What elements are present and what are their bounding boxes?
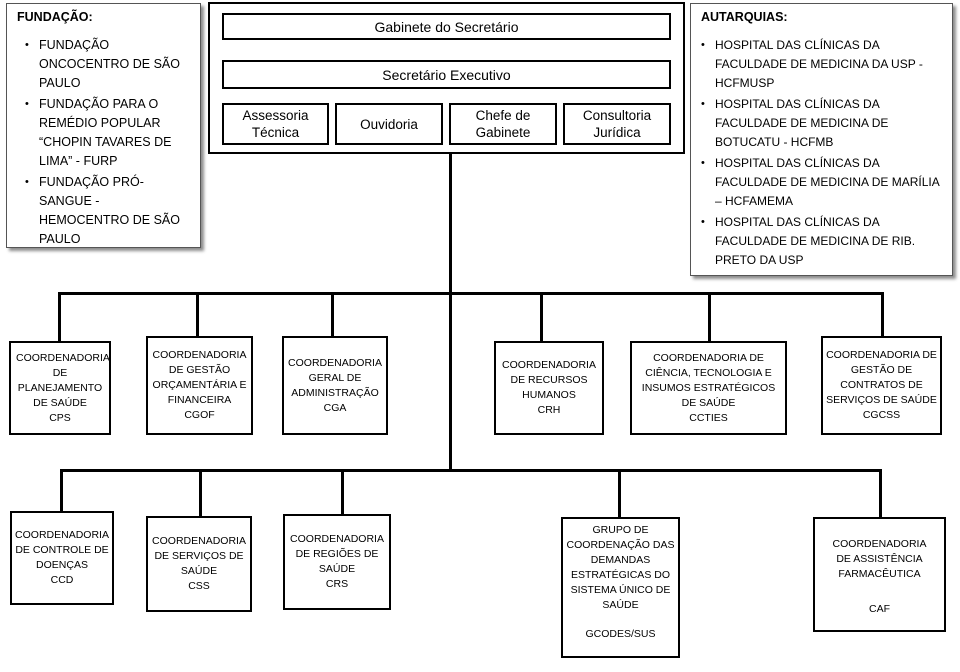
connector-drop <box>540 292 543 342</box>
org-name: GRUPO DE COORDENAÇÃO DAS DEMANDAS ESTRAT… <box>566 524 675 611</box>
org-box-cgof: COORDENADORIA DE GESTÃO ORÇAMENTÁRIA E F… <box>146 336 253 435</box>
gabinete-box: Gabinete do Secretário <box>222 13 671 40</box>
connector-drop <box>881 292 884 337</box>
connector-main-trunk <box>449 153 452 471</box>
gabinete-label: Gabinete do Secretário <box>374 18 519 35</box>
connector-drop <box>196 292 199 337</box>
connector-drop <box>618 469 621 518</box>
fundacao-item: FUNDAÇÃO PARA O REMÉDIO POPULAR “CHOPIN … <box>25 95 190 171</box>
org-name: COORDENADORIA DE PLANEJAMENTO DE SAÚDE <box>16 351 110 409</box>
org-abbr: CAF <box>869 603 890 615</box>
fundacao-title: FUNDAÇÃO: <box>17 10 93 24</box>
fundacao-panel: FUNDAÇÃO: FUNDAÇÃO ONCOCENTRO DE SÃO PAU… <box>6 3 201 248</box>
org-box-ccd: COORDENADORIA DE CONTROLE DE DOENÇAS CCD <box>10 511 114 605</box>
autarquias-panel: AUTARQUIAS: HOSPITAL DAS CLÍNICAS DA FAC… <box>690 3 953 276</box>
org-abbr: CGCSS <box>862 409 901 421</box>
assessoria-tecnica-label: Assessoria Técnica <box>242 108 309 140</box>
secretario-executivo-label: Secretário Executivo <box>382 66 511 83</box>
org-name: COORDENADORIA DE RECURSOS HUMANOS <box>502 359 596 401</box>
assessoria-tecnica-box: Assessoria Técnica <box>222 103 329 145</box>
org-name: COORDENADORIA GERAL DE ADMINISTRAÇÃO <box>288 356 382 399</box>
connector-drop <box>331 292 334 337</box>
org-abbr: GCODES/SUS <box>585 628 656 640</box>
autarquias-title: AUTARQUIAS: <box>701 10 788 24</box>
org-box-css: COORDENADORIA DE SERVIÇOS DE SAÚDE CSS <box>146 516 252 612</box>
org-abbr: CRH <box>537 404 561 416</box>
org-box-cps: COORDENADORIA DE PLANEJAMENTO DE SAÚDE CP… <box>9 341 111 435</box>
connector-drop <box>341 469 344 515</box>
org-abbr: CPS <box>49 411 71 424</box>
fundacao-list: FUNDAÇÃO ONCOCENTRO DE SÃO PAULO FUNDAÇÃ… <box>17 36 190 249</box>
autarquias-item: HOSPITAL DAS CLÍNICAS DA FACULDADE DE ME… <box>701 95 942 152</box>
secretario-executivo-box: Secretário Executivo <box>222 60 671 89</box>
org-box-caf: COORDENADORIA DE ASSISTÊNCIA FARMACÊUTIC… <box>813 517 946 632</box>
org-name: COORDENADORIA DE REGIÕES DE SAÚDE <box>290 533 384 575</box>
org-name: COORDENADORIA DE GESTÃO DE CONTRATOS DE … <box>826 349 937 406</box>
org-abbr: CGA <box>323 401 347 414</box>
org-box-cga: COORDENADORIA GERAL DE ADMINISTRAÇÃO CGA <box>282 336 388 435</box>
org-abbr: CRS <box>325 578 349 590</box>
connector-bus-row2 <box>60 469 882 472</box>
fundacao-item: FUNDAÇÃO ONCOCENTRO DE SÃO PAULO <box>25 36 190 93</box>
consultoria-juridica-box: Consultoria Jurídica <box>563 103 671 145</box>
org-name: COORDENADORIA DE GESTÃO ORÇAMENTÁRIA E F… <box>152 349 247 406</box>
org-abbr: CCTIES <box>689 411 728 424</box>
org-name: COORDENADORIA DE CIÊNCIA, TECNOLOGIA E I… <box>641 351 776 409</box>
connector-bus-row1 <box>58 292 884 295</box>
connector-drop <box>58 292 61 342</box>
org-box-gcodes: GRUPO DE COORDENAÇÃO DAS DEMANDAS ESTRAT… <box>561 517 680 658</box>
org-name: COORDENADORIA DE ASSISTÊNCIA FARMACÊUTIC… <box>832 538 927 580</box>
ouvidoria-box: Ouvidoria <box>335 103 443 145</box>
org-name: COORDENADORIA DE SERVIÇOS DE SAÚDE <box>152 535 246 577</box>
org-name: COORDENADORIA DE CONTROLE DE DOENÇAS <box>15 529 109 571</box>
autarquias-item: HOSPITAL DAS CLÍNICAS DA FACULDADE DE ME… <box>701 36 942 93</box>
fundacao-item: FUNDAÇÃO PRÓ-SANGUE - HEMOCENTRO DE SÃO … <box>25 173 190 249</box>
org-box-ccties: COORDENADORIA DE CIÊNCIA, TECNOLOGIA E I… <box>630 341 787 435</box>
org-abbr: CCD <box>50 574 74 586</box>
connector-drop <box>199 469 202 517</box>
ouvidoria-label: Ouvidoria <box>360 116 418 132</box>
org-box-crh: COORDENADORIA DE RECURSOS HUMANOS CRH <box>494 341 604 435</box>
autarquias-item: HOSPITAL DAS CLÍNICAS DA FACULDADE DE ME… <box>701 154 942 211</box>
org-box-cgcss: COORDENADORIA DE GESTÃO DE CONTRATOS DE … <box>821 336 942 435</box>
org-box-crs: COORDENADORIA DE REGIÕES DE SAÚDE CRS <box>283 514 391 610</box>
org-abbr: CSS <box>188 580 210 592</box>
chefe-gabinete-box: Chefe de Gabinete <box>449 103 557 145</box>
autarquias-list: HOSPITAL DAS CLÍNICAS DA FACULDADE DE ME… <box>701 36 942 270</box>
connector-drop <box>60 469 63 512</box>
connector-drop <box>708 292 711 342</box>
org-abbr: CGOF <box>184 409 215 421</box>
chefe-gabinete-label: Chefe de Gabinete <box>475 108 531 140</box>
consultoria-juridica-label: Consultoria Jurídica <box>582 108 652 140</box>
autarquias-item: HOSPITAL DAS CLÍNICAS DA FACULDADE DE ME… <box>701 213 942 270</box>
connector-drop <box>879 469 882 518</box>
